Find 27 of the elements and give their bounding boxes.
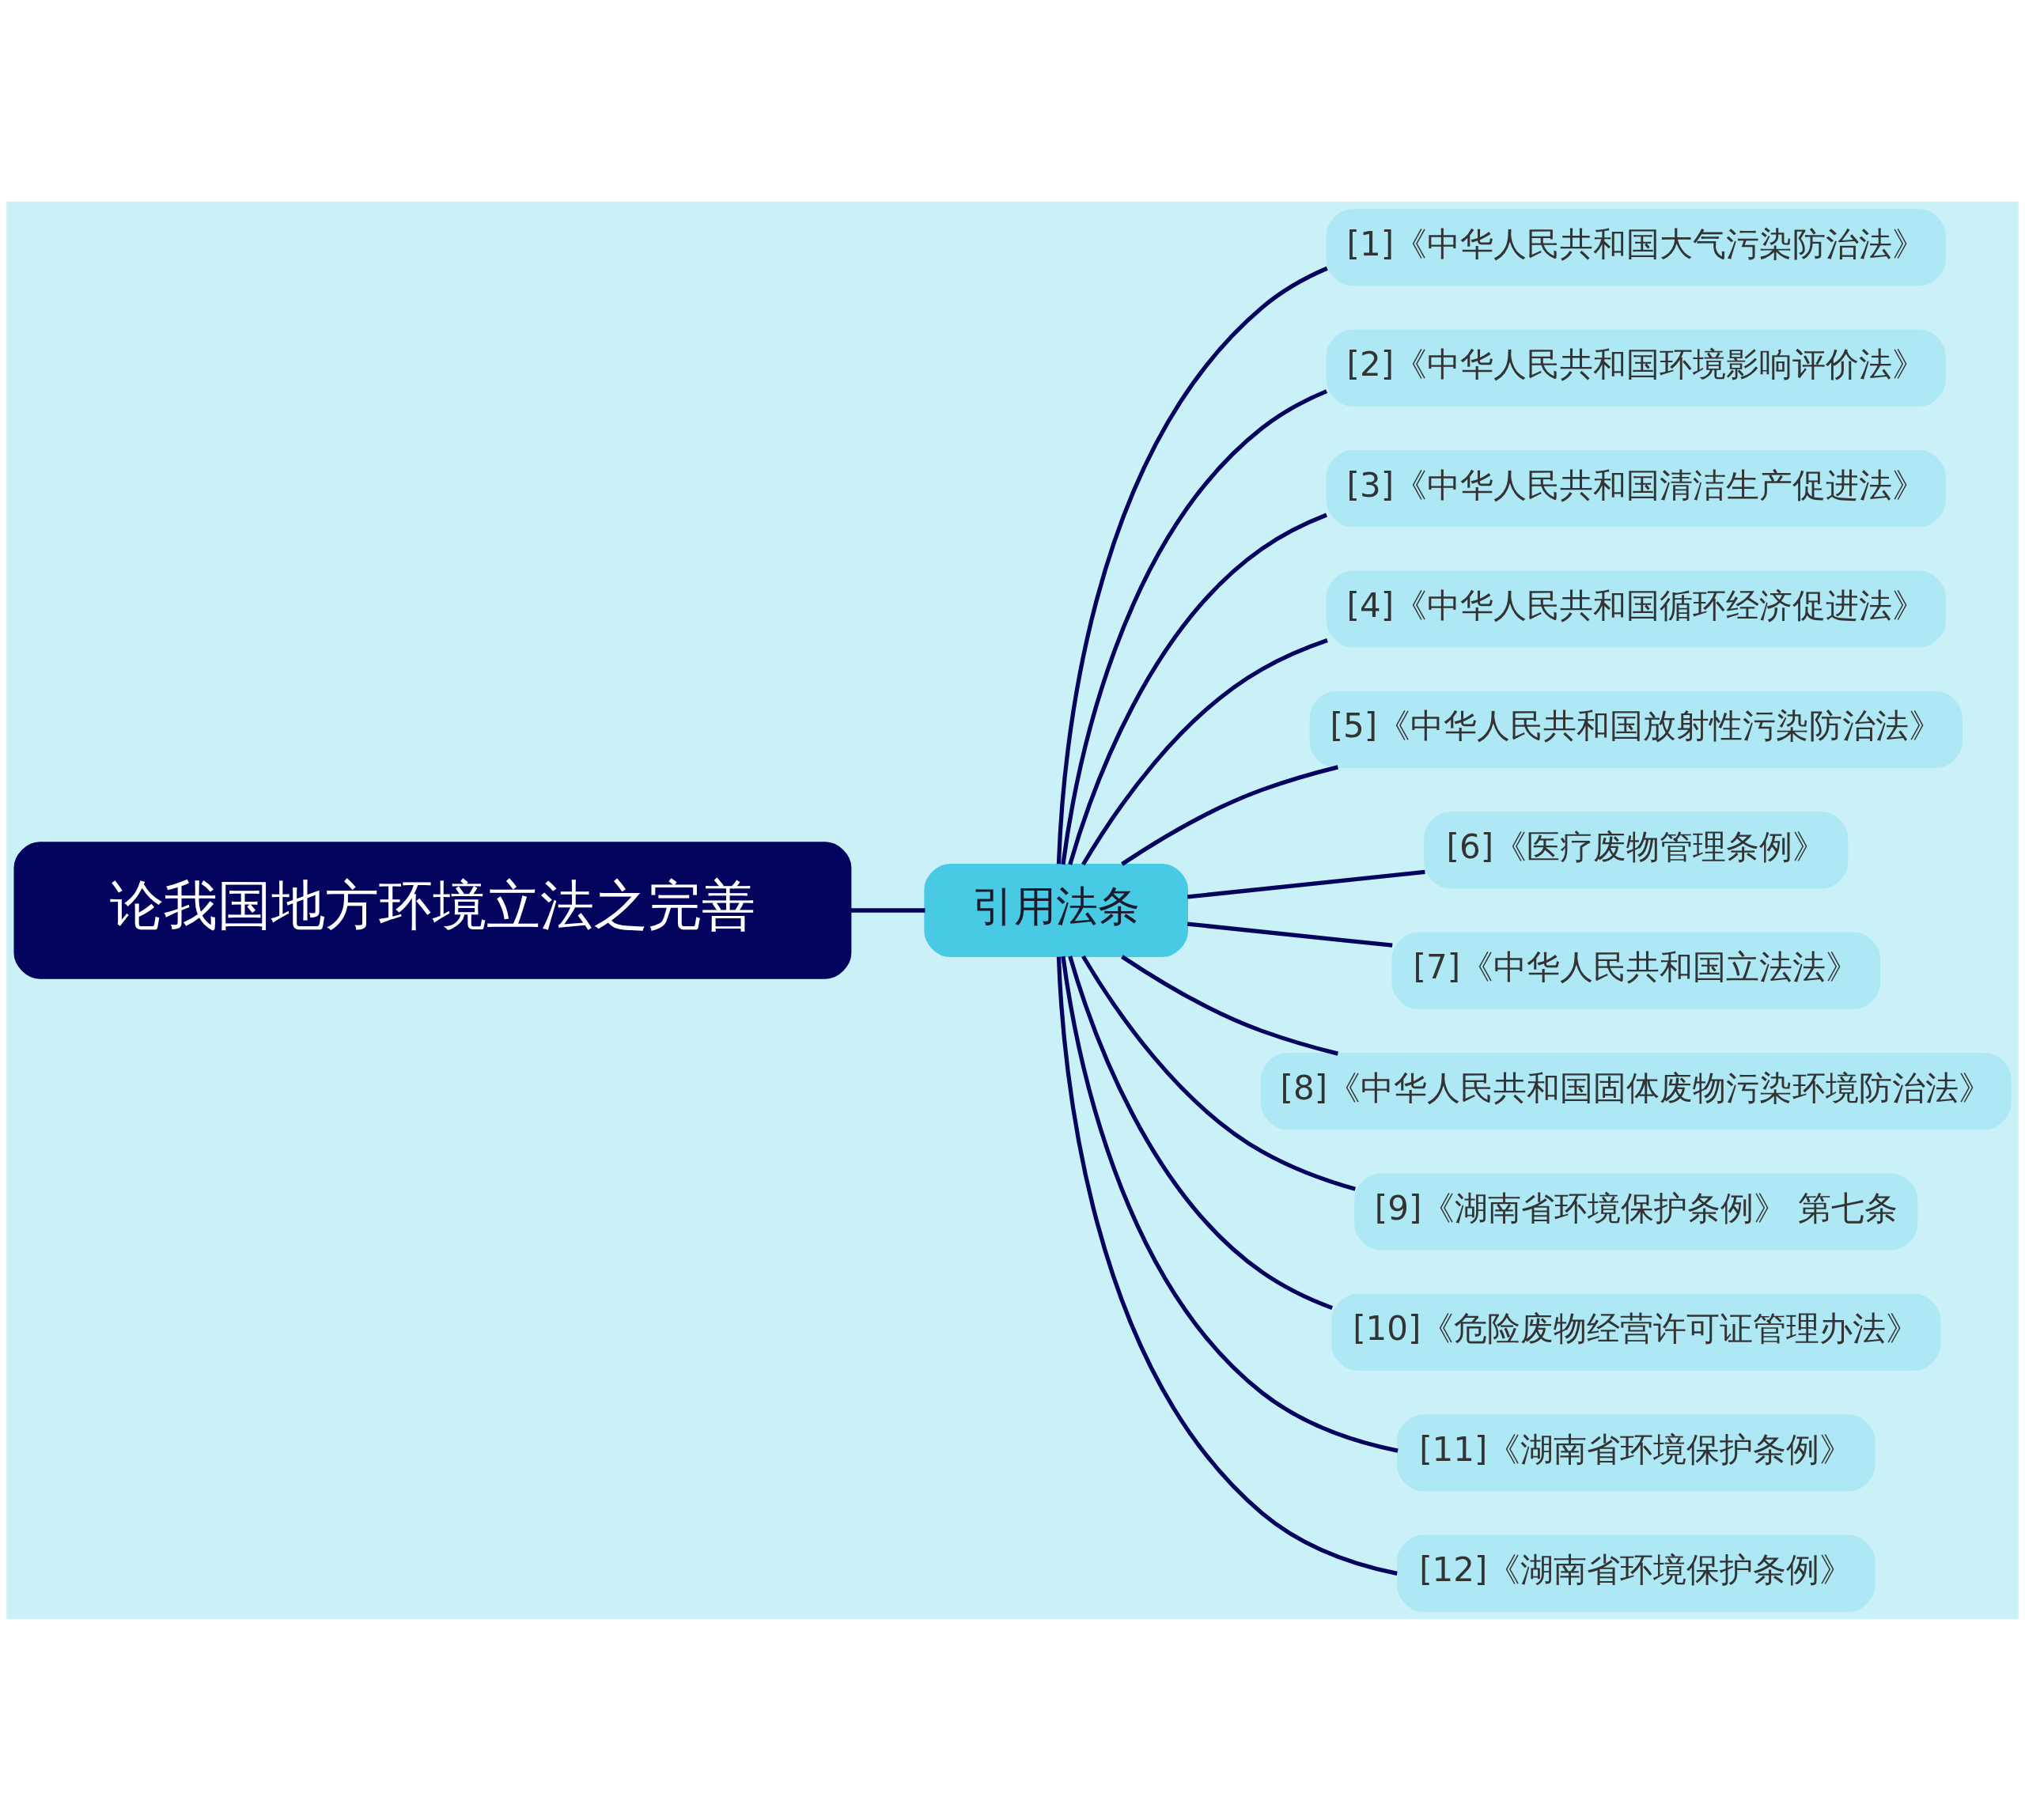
connector	[1068, 513, 1327, 865]
node-box: [6]《医疗废物管理条例》	[1424, 811, 1849, 888]
connector	[1121, 954, 1338, 1056]
connector	[1061, 955, 1399, 1453]
node-box: 引用法条	[924, 863, 1189, 957]
node-box: [4]《中华人民共和国循环经济促进法》	[1326, 569, 1946, 648]
node-box: [5]《中华人民共和国放射性污染防治法》	[1309, 691, 1963, 768]
connector	[1187, 869, 1425, 899]
connector	[1121, 764, 1338, 866]
node-box: [8]《中华人民共和国固体废物污染环境防治法》	[1261, 1052, 2012, 1129]
connector	[1056, 266, 1328, 864]
connector	[1187, 921, 1393, 948]
connector	[1056, 956, 1398, 1576]
node-box: [3]《中华人民共和国清洁生产促进法》	[1326, 449, 1946, 527]
node-box: [2]《中华人民共和国环境影响评价法》	[1326, 329, 1946, 407]
connector	[850, 907, 925, 913]
connector	[1068, 955, 1334, 1310]
node-box: [10]《危险废物经营许可证管理办法》	[1331, 1293, 1941, 1371]
node-box: [1]《中华人民共和国大气污染防治法》	[1326, 208, 1946, 286]
node-box: [11]《湖南省环境保护条例》	[1397, 1413, 1875, 1491]
node-box: [7]《中华人民共和国立法法》	[1391, 932, 1880, 1009]
node-box: [12]《湖南省环境保护条例》	[1397, 1534, 1875, 1612]
node-box: 论我国地方环境立法之完善	[13, 841, 852, 979]
connector	[1081, 955, 1356, 1191]
node-box: [9]《湖南省环境保护条例》 第七条	[1354, 1172, 1918, 1251]
connector	[1061, 388, 1328, 865]
connector	[1081, 638, 1328, 865]
